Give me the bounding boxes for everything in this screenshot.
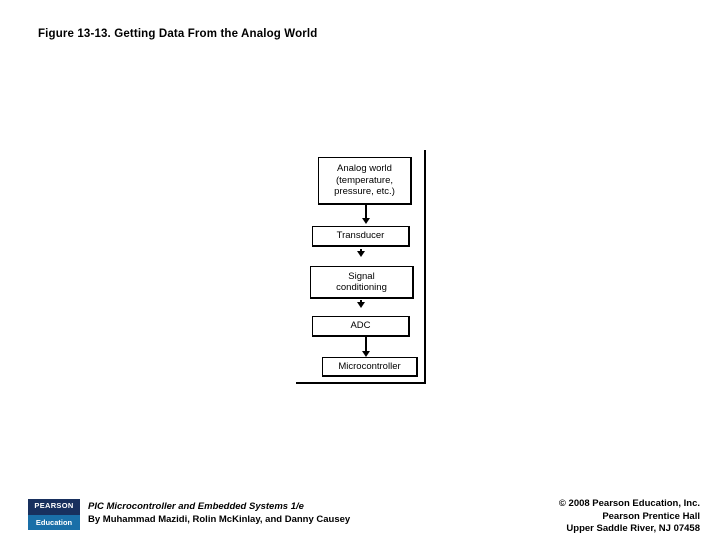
flow-box-microcontroller: Microcontroller bbox=[322, 357, 418, 377]
footer-book-authors: By Muhammad Mazidi, Rolin McKinlay, and … bbox=[88, 514, 351, 525]
flow-box-signal-conditioning-line1: Signal bbox=[348, 270, 375, 282]
flow-box-analog-world: Analog world (temperature, pressure, etc… bbox=[318, 157, 412, 205]
flow-box-microcontroller-label: Microcontroller bbox=[338, 360, 401, 372]
arrow-head-icon bbox=[362, 218, 370, 224]
flow-box-signal-conditioning-line2: conditioning bbox=[336, 282, 387, 293]
figure-frame-bottom-line bbox=[296, 382, 426, 384]
arrow-shaft bbox=[365, 337, 367, 353]
copyright-line-2: Pearson Prentice Hall bbox=[602, 510, 700, 522]
arrow-shaft bbox=[365, 205, 367, 220]
flow-box-adc-label: ADC bbox=[350, 320, 371, 332]
footer-copyright: © 2008 Pearson Education, Inc. Pearson P… bbox=[559, 498, 700, 536]
pearson-education-logo: PEARSON Education bbox=[28, 499, 80, 530]
flow-box-analog-world-line1: Analog world bbox=[337, 163, 392, 175]
flow-box-transducer: Transducer bbox=[312, 226, 410, 247]
flow-box-transducer-label: Transducer bbox=[336, 230, 385, 242]
arrow-head-icon bbox=[362, 351, 370, 357]
arrow-head-icon bbox=[357, 251, 365, 257]
flow-box-adc: ADC bbox=[312, 316, 410, 337]
footer-book-title: PIC Microcontroller and Embedded Systems… bbox=[88, 501, 304, 512]
flow-box-analog-world-line2: (temperature, bbox=[335, 174, 394, 186]
flow-box-signal-conditioning: Signal conditioning bbox=[310, 266, 414, 299]
figure-diagram: Analog world (temperature, pressure, etc… bbox=[294, 150, 426, 384]
figure-frame-right-line bbox=[424, 150, 426, 382]
copyright-line-1: © 2008 Pearson Education, Inc. bbox=[558, 498, 700, 509]
flow-box-analog-world-line3: pressure, etc.) bbox=[334, 186, 395, 198]
logo-education-text: Education bbox=[28, 515, 80, 530]
copyright-line-3: Upper Saddle River, NJ 07458 bbox=[566, 523, 700, 534]
page-title: Figure 13-13. Getting Data From the Anal… bbox=[38, 28, 318, 40]
arrow-head-icon bbox=[357, 302, 365, 308]
